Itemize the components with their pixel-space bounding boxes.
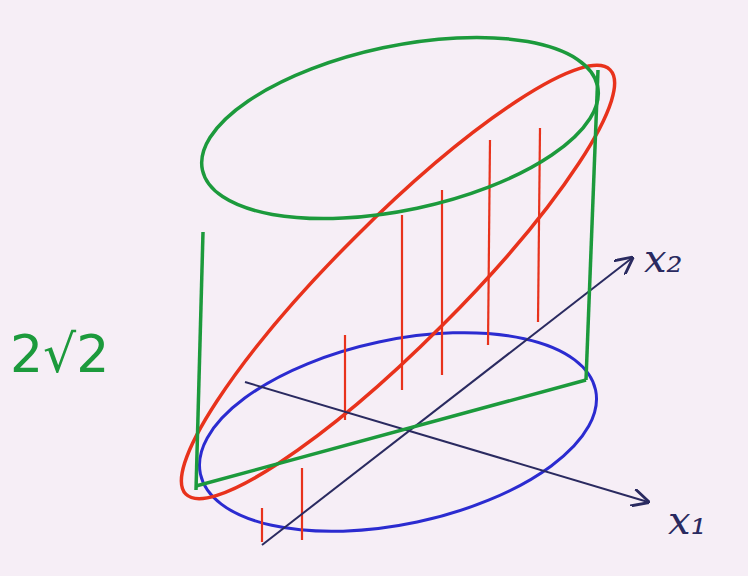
hatching <box>262 128 540 542</box>
x2-axis <box>262 258 632 545</box>
cut-ellipse <box>142 26 654 538</box>
base-ellipse <box>181 300 614 564</box>
cylinder <box>185 6 614 490</box>
axis-label: x₂ <box>644 238 683 278</box>
dimension-label: 2√2 <box>10 328 109 380</box>
axis-label: x₁ <box>668 500 707 540</box>
x1-axis <box>245 382 648 502</box>
